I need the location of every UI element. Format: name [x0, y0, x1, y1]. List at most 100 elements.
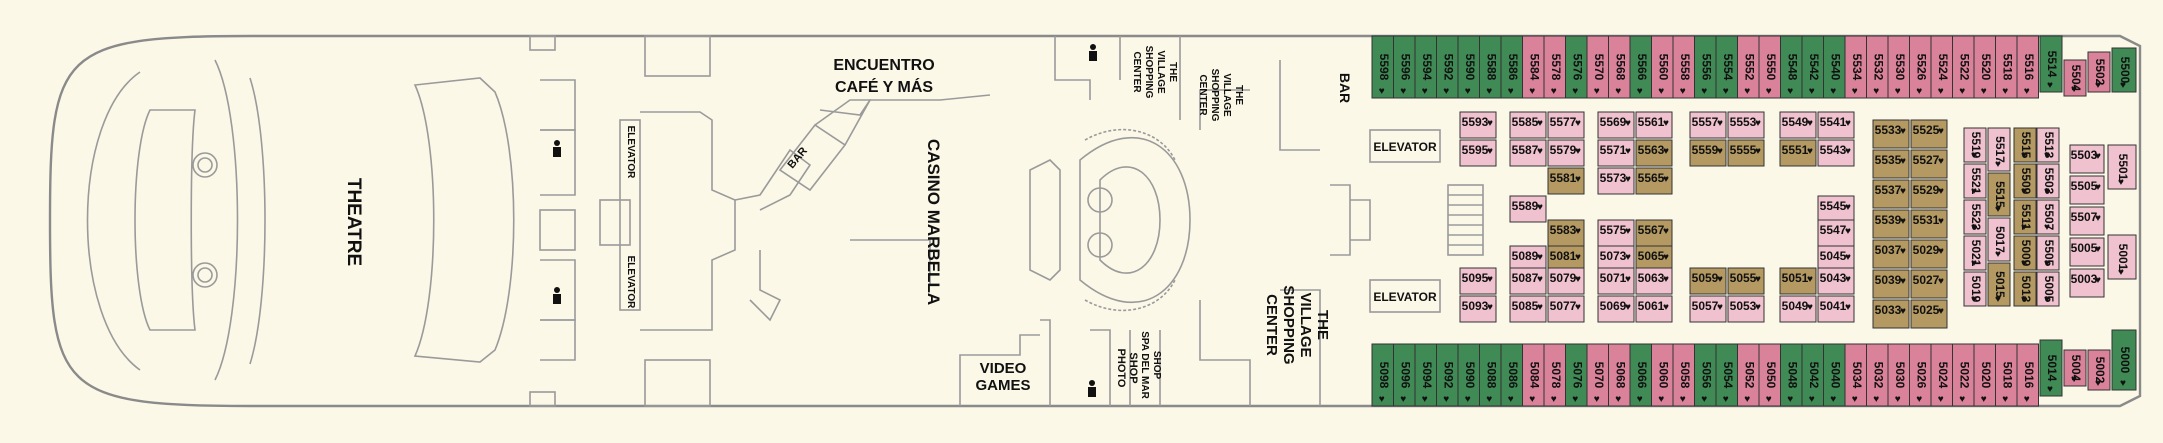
- cabin-5548[interactable]: 5548♥: [1780, 35, 1803, 99]
- cabin-5514[interactable]: 5514♥: [2039, 35, 2063, 93]
- cabin-5063[interactable]: 5063♥: [1635, 267, 1673, 295]
- cabin-5567[interactable]: 5567♥: [1635, 219, 1673, 247]
- cabin-5534[interactable]: 5534♥: [1844, 35, 1867, 99]
- cabin-5087[interactable]: 5087♥: [1509, 267, 1547, 295]
- cabin-5026[interactable]: 5026♥: [1909, 343, 1932, 407]
- cabin-5025[interactable]: 5025♥: [1910, 299, 1948, 329]
- cabin-5001[interactable]: 5001♥: [2107, 234, 2137, 280]
- cabin-5017[interactable]: 5017♥: [1987, 217, 2011, 262]
- cabin-5549[interactable]: 5549♥: [1779, 111, 1817, 139]
- cabin-5093[interactable]: 5093♥: [1459, 295, 1497, 323]
- cabin-5037[interactable]: 5037♥: [1872, 239, 1910, 269]
- cabin-5581[interactable]: 5581♥: [1547, 167, 1585, 195]
- cabin-5049[interactable]: 5049♥: [1779, 295, 1817, 323]
- cabin-5030[interactable]: 5030♥: [1887, 343, 1910, 407]
- cabin-5056[interactable]: 5056♥: [1694, 343, 1717, 407]
- cabin-5027[interactable]: 5027♥: [1910, 269, 1948, 299]
- cabin-5519[interactable]: 5519♥: [1963, 127, 1987, 163]
- cabin-5584[interactable]: 5584♥: [1522, 35, 1545, 99]
- cabin-5540[interactable]: 5540♥: [1823, 35, 1846, 99]
- cabin-5575[interactable]: 5575♥: [1597, 219, 1635, 247]
- cabin-5000[interactable]: 5000♥: [2111, 329, 2137, 391]
- cabin-5076[interactable]: 5076♥: [1565, 343, 1588, 407]
- cabin-5558[interactable]: 5558♥: [1672, 35, 1695, 99]
- cabin-5502[interactable]: 5502♥: [2087, 51, 2111, 93]
- cabin-5547[interactable]: 5547♥: [1817, 219, 1855, 247]
- cabin-5016[interactable]: 5016♥: [2016, 343, 2039, 407]
- cabin-5041[interactable]: 5041♥: [1817, 295, 1855, 323]
- cabin-5029[interactable]: 5029♥: [1910, 239, 1948, 269]
- cabin-5554[interactable]: 5554♥: [1715, 35, 1738, 99]
- cabin-5019[interactable]: 5019♥: [1963, 271, 1987, 307]
- cabin-5015[interactable]: 5015♥: [1987, 262, 2011, 307]
- cabin-5050[interactable]: 5050♥: [1758, 343, 1781, 407]
- cabin-5505[interactable]: 5505♥: [2069, 175, 2105, 205]
- cabin-5055[interactable]: 5055♥: [1727, 267, 1765, 295]
- cabin-5593[interactable]: 5593♥: [1459, 111, 1497, 139]
- cabin-5561[interactable]: 5561♥: [1635, 111, 1673, 139]
- cabin-5003[interactable]: 5003♥: [2069, 268, 2105, 298]
- cabin-5545[interactable]: 5545♥: [1817, 195, 1855, 223]
- cabin-5004[interactable]: 5004♥: [2063, 349, 2087, 387]
- cabin-5507[interactable]: 5507♥: [2069, 206, 2105, 236]
- cabin-5088[interactable]: 5088♥: [1479, 343, 1502, 407]
- cabin-5048[interactable]: 5048♥: [1780, 343, 1803, 407]
- cabin-5550[interactable]: 5550♥: [1758, 35, 1781, 99]
- cabin-5537[interactable]: 5537♥: [1872, 179, 1910, 209]
- cabin-5051[interactable]: 5051♥: [1779, 267, 1817, 295]
- cabin-5527[interactable]: 5527♥: [1910, 149, 1948, 179]
- cabin-5541[interactable]: 5541♥: [1817, 111, 1855, 139]
- cabin-5522[interactable]: 5522♥: [1952, 35, 1975, 99]
- cabin-5505[interactable]: 5505♥: [2036, 235, 2060, 271]
- cabin-5530[interactable]: 5530♥: [1887, 35, 1910, 99]
- cabin-5595[interactable]: 5595♥: [1459, 139, 1497, 167]
- cabin-5576[interactable]: 5576♥: [1565, 35, 1588, 99]
- cabin-5525[interactable]: 5525♥: [1910, 119, 1948, 149]
- cabin-5568[interactable]: 5568♥: [1608, 35, 1631, 99]
- cabin-5085[interactable]: 5085♥: [1509, 295, 1547, 323]
- cabin-5565[interactable]: 5565♥: [1635, 167, 1673, 195]
- cabin-5543[interactable]: 5543♥: [1817, 139, 1855, 167]
- cabin-5096[interactable]: 5096♥: [1393, 343, 1416, 407]
- cabin-5577[interactable]: 5577♥: [1547, 111, 1585, 139]
- cabin-5579[interactable]: 5579♥: [1547, 139, 1585, 167]
- cabin-5509[interactable]: 5509♥: [2013, 163, 2037, 199]
- cabin-5090[interactable]: 5090♥: [1457, 343, 1480, 407]
- cabin-5535[interactable]: 5535♥: [1872, 149, 1910, 179]
- cabin-5021[interactable]: 5021♥: [1963, 235, 1987, 271]
- cabin-5507[interactable]: 5507♥: [2036, 199, 2060, 235]
- cabin-5054[interactable]: 5054♥: [1715, 343, 1738, 407]
- cabin-5086[interactable]: 5086♥: [1500, 343, 1523, 407]
- cabin-5594[interactable]: 5594♥: [1414, 35, 1437, 99]
- cabin-5033[interactable]: 5033♥: [1872, 299, 1910, 329]
- cabin-5523[interactable]: 5523♥: [1963, 199, 1987, 235]
- cabin-5078[interactable]: 5078♥: [1543, 343, 1566, 407]
- cabin-5084[interactable]: 5084♥: [1522, 343, 1545, 407]
- cabin-5587[interactable]: 5587♥: [1509, 139, 1547, 167]
- cabin-5501[interactable]: 5501♥: [2107, 144, 2137, 190]
- cabin-5095[interactable]: 5095♥: [1459, 267, 1497, 295]
- cabin-5532[interactable]: 5532♥: [1866, 35, 1889, 99]
- cabin-5504[interactable]: 5504♥: [2063, 59, 2087, 97]
- cabin-5018[interactable]: 5018♥: [1995, 343, 2018, 407]
- cabin-5518[interactable]: 5518♥: [1995, 35, 2018, 99]
- cabin-5553[interactable]: 5553♥: [1727, 111, 1765, 139]
- cabin-5569[interactable]: 5569♥: [1597, 111, 1635, 139]
- cabin-5571[interactable]: 5571♥: [1597, 139, 1635, 167]
- cabin-5043[interactable]: 5043♥: [1817, 267, 1855, 295]
- cabin-5585[interactable]: 5585♥: [1509, 111, 1547, 139]
- cabin-5034[interactable]: 5034♥: [1844, 343, 1867, 407]
- cabin-5070[interactable]: 5070♥: [1586, 343, 1609, 407]
- cabin-5559[interactable]: 5559♥: [1689, 139, 1727, 167]
- cabin-5098[interactable]: 5098♥: [1371, 343, 1394, 407]
- cabin-5583[interactable]: 5583♥: [1547, 219, 1585, 247]
- cabin-5557[interactable]: 5557♥: [1689, 111, 1727, 139]
- cabin-5059[interactable]: 5059♥: [1689, 267, 1727, 295]
- cabin-5092[interactable]: 5092♥: [1436, 343, 1459, 407]
- cabin-5521[interactable]: 5521♥: [1963, 163, 1987, 199]
- cabin-5057[interactable]: 5057♥: [1689, 295, 1727, 323]
- cabin-5058[interactable]: 5058♥: [1672, 343, 1695, 407]
- cabin-5566[interactable]: 5566♥: [1629, 35, 1652, 99]
- cabin-5551[interactable]: 5551♥: [1779, 139, 1817, 167]
- cabin-5589[interactable]: 5589♥: [1509, 195, 1547, 223]
